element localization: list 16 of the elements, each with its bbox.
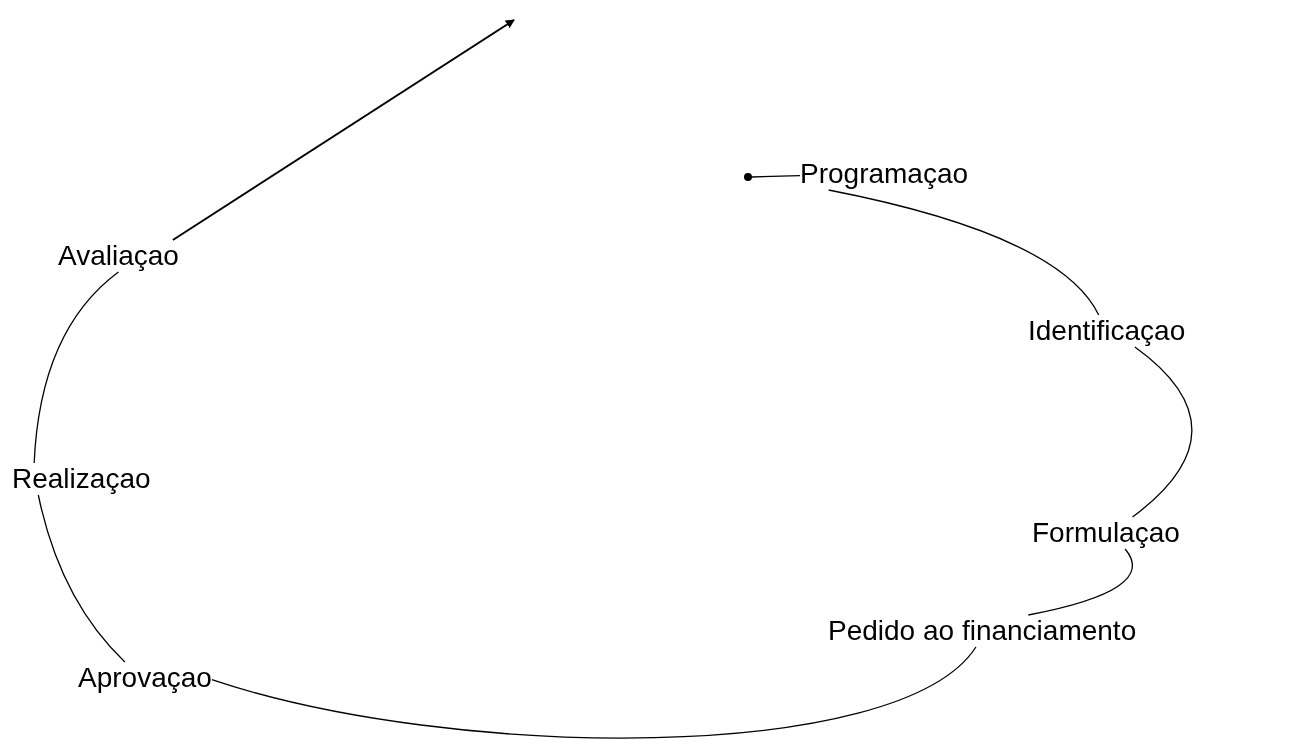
connector-line xyxy=(751,174,801,178)
connector-line xyxy=(37,494,126,663)
stage-label: Avaliaçao xyxy=(58,240,179,272)
start-dot xyxy=(744,173,752,181)
connector-line xyxy=(1027,548,1133,616)
stage-label: Programaçao xyxy=(800,158,969,190)
stage-label: Formulaçao xyxy=(1032,517,1180,549)
connector-line xyxy=(1131,346,1193,518)
stage-label: Realizaçao xyxy=(12,463,151,495)
arrow xyxy=(171,19,515,241)
connector-line xyxy=(211,646,977,739)
connector-line xyxy=(33,271,120,464)
stage-label: Identificaçao xyxy=(1028,315,1186,347)
stage-label: Pedido ao financiamento xyxy=(828,615,1137,647)
stage-label: Aprovaçao xyxy=(78,662,212,694)
connector-line xyxy=(827,189,1100,316)
